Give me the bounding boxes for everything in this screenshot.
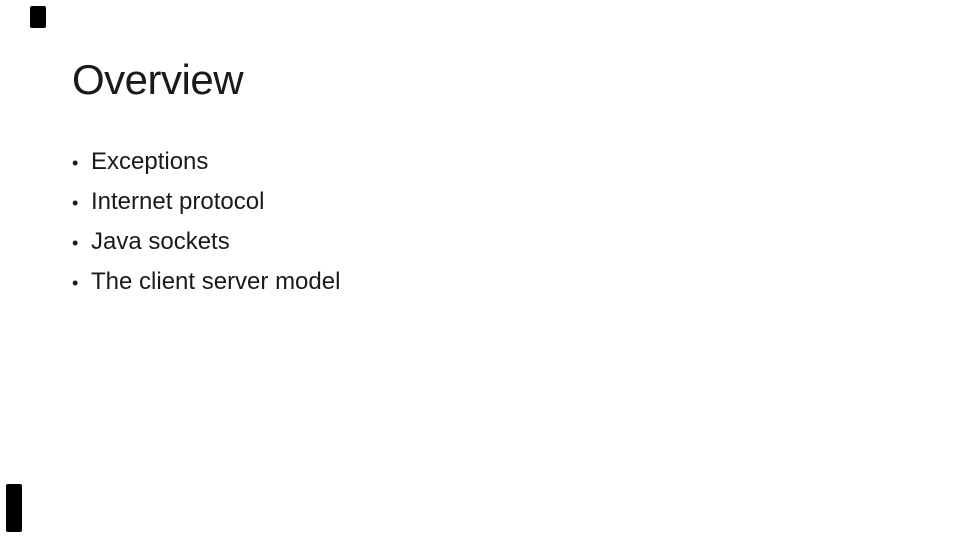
bullet-text: Java sockets bbox=[91, 228, 230, 255]
bullet-item: • The client server model bbox=[72, 262, 340, 302]
bullet-icon: • bbox=[72, 153, 79, 173]
scan-mark-bottom-left bbox=[6, 484, 22, 532]
bullet-item: • Java sockets bbox=[72, 222, 340, 262]
bullet-list: • Exceptions • Internet protocol • Java … bbox=[72, 142, 340, 302]
bullet-item: • Exceptions bbox=[72, 142, 340, 182]
bullet-icon: • bbox=[72, 273, 79, 293]
bullet-icon: • bbox=[72, 193, 79, 213]
bullet-text: Exceptions bbox=[91, 148, 209, 175]
slide-title: Overview bbox=[72, 56, 244, 103]
bullet-item: • Internet protocol bbox=[72, 182, 340, 222]
bullet-icon: • bbox=[72, 233, 79, 253]
bullet-text: The client server model bbox=[91, 268, 341, 295]
scan-mark-top-left bbox=[30, 6, 46, 28]
bullet-text: Internet protocol bbox=[91, 188, 265, 215]
